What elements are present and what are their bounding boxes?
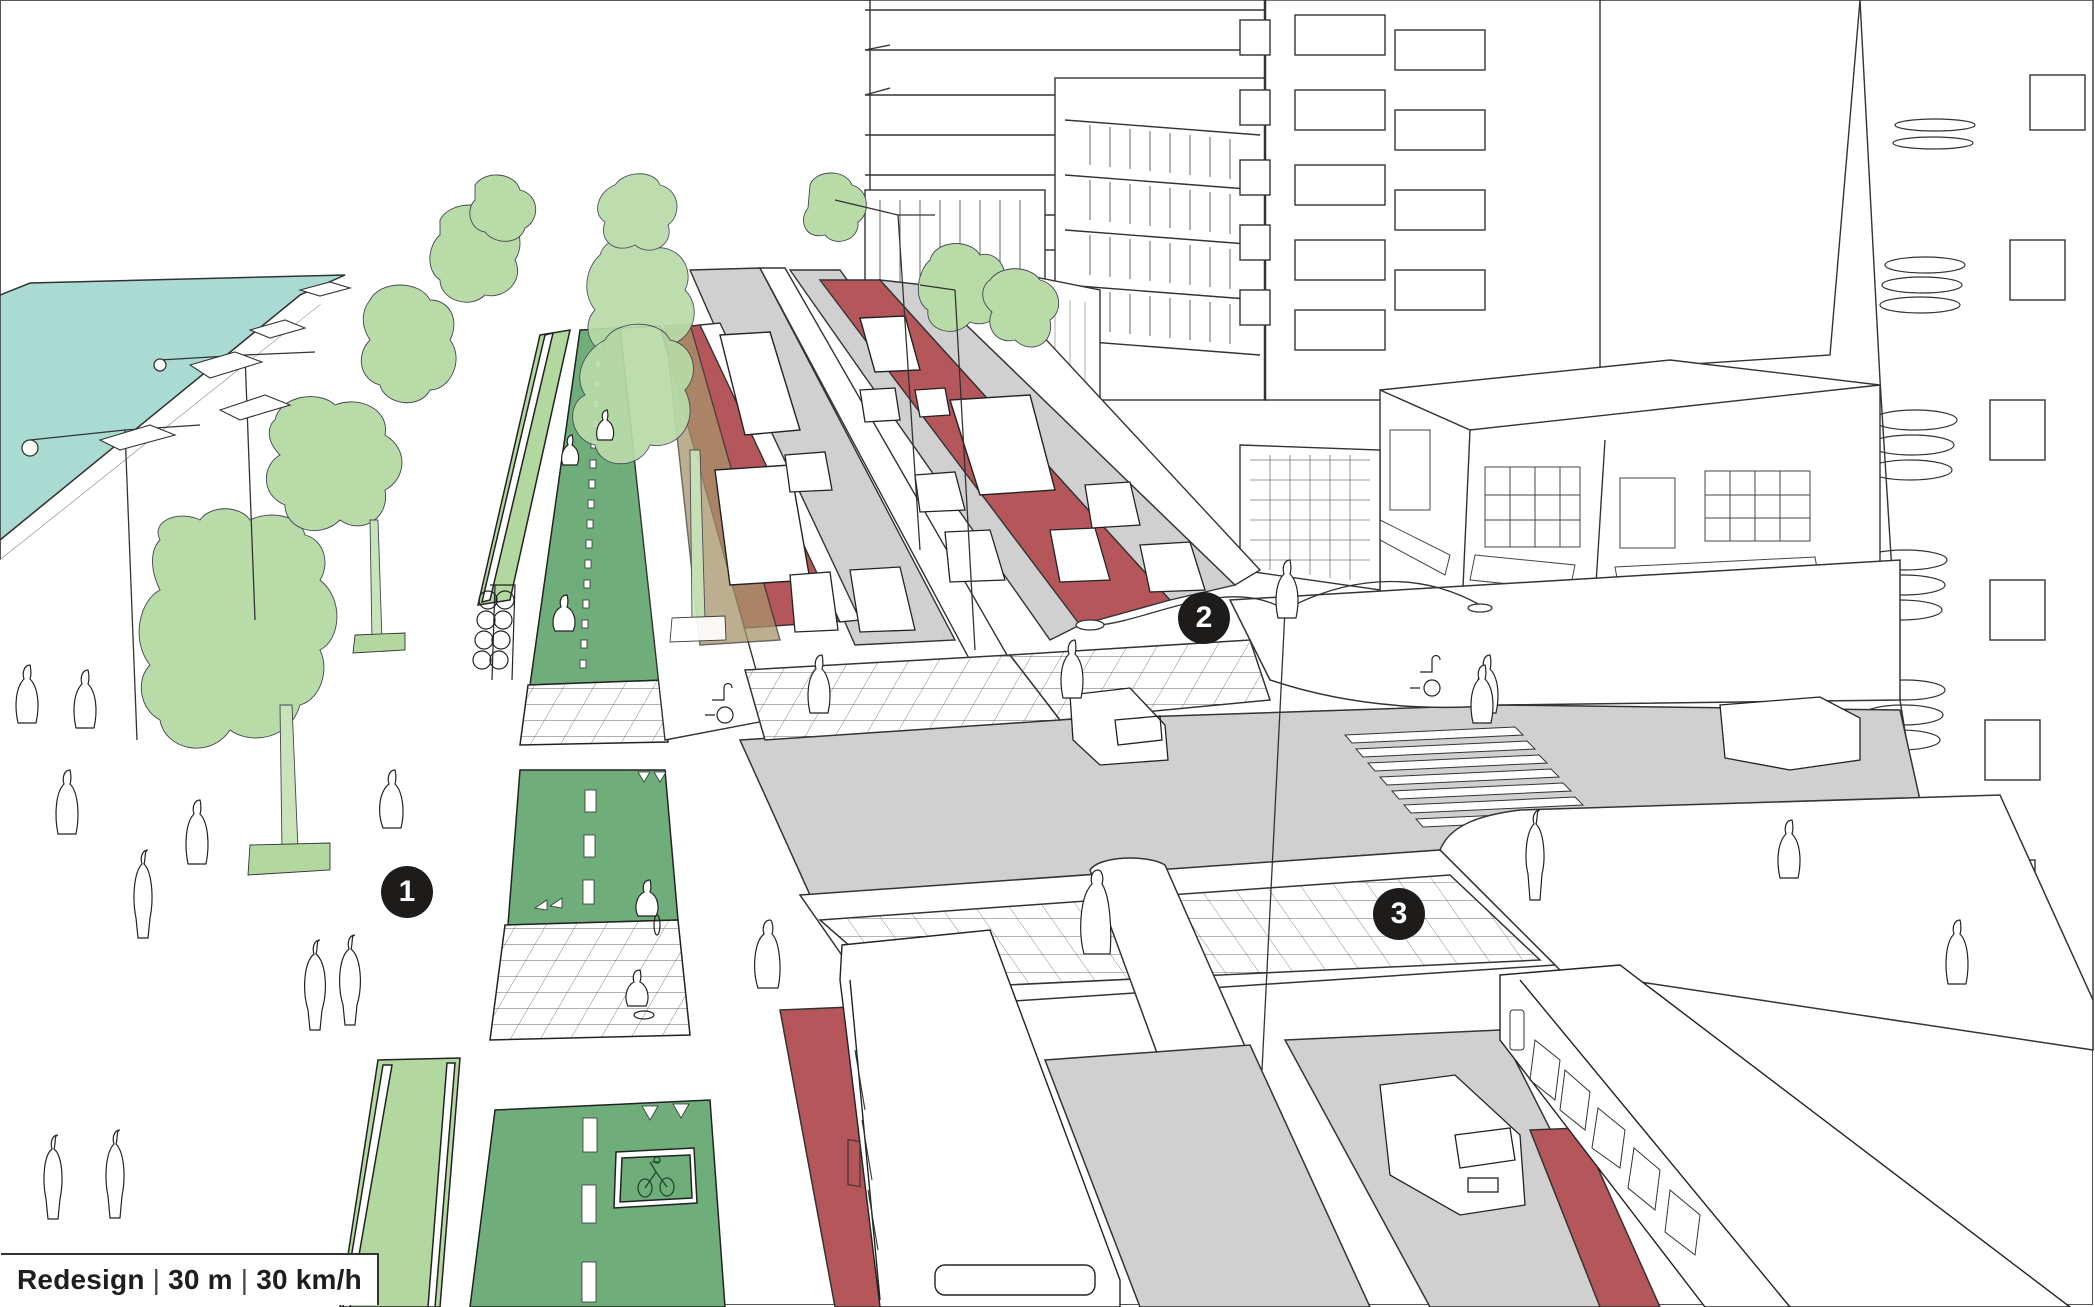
person-10 [1275, 559, 1299, 619]
person-group-2 [304, 934, 361, 1031]
car-far-7 [1139, 541, 1206, 593]
person-3 [754, 919, 781, 989]
caption-speed: 30 km/h [256, 1264, 362, 1295]
person-12 [1470, 664, 1494, 724]
person-group-1 [43, 1129, 125, 1220]
person-4 [1080, 869, 1112, 955]
car-van-right [1719, 696, 1861, 771]
car-far-6 [1084, 481, 1141, 529]
bike-rack [472, 584, 516, 681]
person-8 [1060, 639, 1084, 699]
car-far-10 [914, 387, 951, 418]
bus-far-left [714, 331, 811, 586]
cafe-umbrellas [98, 281, 353, 451]
promenade [0, 270, 560, 1307]
tree-far-right [803, 172, 1060, 348]
car-far-1 [789, 571, 839, 633]
callout-3: 3 [1373, 888, 1425, 940]
car-far-5 [1049, 527, 1111, 583]
car-far-3 [784, 451, 833, 493]
pedestrians [15, 409, 1969, 1220]
person-16 [185, 799, 209, 865]
car-far-8 [914, 471, 966, 513]
caption-width: 30 m [168, 1264, 233, 1295]
car-far-2 [849, 566, 916, 633]
person-9 [807, 654, 831, 714]
callout-1: 1 [381, 866, 433, 918]
car-far-4 [944, 529, 1006, 583]
cars [784, 387, 1861, 1216]
wheelchair-user-1 [705, 682, 734, 724]
person-5 [1525, 809, 1545, 901]
bus-near-left [839, 929, 1121, 1307]
caption-separator: | [240, 1264, 249, 1295]
building-low-shed [1239, 444, 1381, 591]
cyclists [552, 409, 661, 1020]
person-2 [379, 769, 404, 829]
car-far-9 [859, 387, 901, 423]
building-tall-tower [1239, 0, 1606, 401]
person-15 [55, 769, 79, 835]
tree-promenade-3 [360, 174, 537, 404]
caption-separator: | [152, 1264, 161, 1295]
caption-scenario: Redesign [17, 1264, 145, 1295]
car-suv-near [1379, 1074, 1526, 1216]
wheelchair-user-2 [1410, 654, 1441, 697]
buses [714, 315, 2072, 1307]
bicycle-marking [613, 1147, 698, 1209]
callout-2: 2 [1178, 592, 1230, 644]
person-1 [133, 849, 153, 939]
tree-large-promenade [138, 508, 338, 876]
person-7 [1945, 919, 1969, 985]
scenario-caption: Redesign | 30 m | 30 km/h [1, 1253, 379, 1305]
person-6 [1777, 819, 1801, 879]
car-suv-intersection [1069, 687, 1169, 766]
bus-near-right [1499, 964, 2072, 1307]
building-round-balconies [1599, 0, 2094, 1001]
person-14 [73, 669, 97, 729]
person-13 [15, 664, 39, 724]
tree-promenade-2 [265, 396, 406, 654]
